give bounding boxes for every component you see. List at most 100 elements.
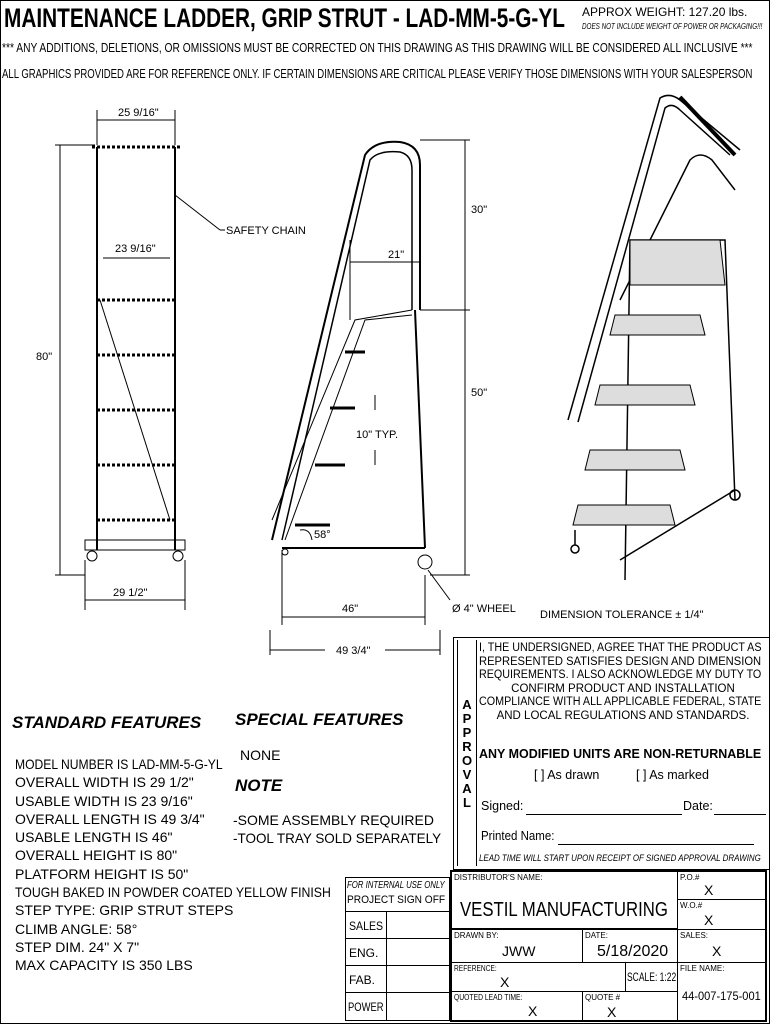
drawn-by-value: JWW	[502, 943, 536, 959]
signoff-field[interactable]	[386, 912, 387, 938]
signoff-field[interactable]	[386, 939, 387, 965]
statement-line: COMPLIANCE WITH ALL APPLICABLE FEDERAL, …	[479, 696, 762, 708]
date-field[interactable]	[714, 814, 766, 815]
distributor-cell: DISTRIBUTOR'S NAME: VESTIL MANUFACTURING	[451, 871, 678, 929]
feature-item: MAX CAPACITY IS 350 LBS	[15, 957, 193, 974]
date-label: Date:	[683, 799, 713, 813]
printed-name-label: Printed Name:	[481, 829, 555, 843]
feature-item: USABLE LENGTH IS 46"	[15, 829, 173, 846]
po-label: P.O.#	[680, 873, 700, 882]
signoff-field[interactable]	[386, 993, 387, 1020]
quote-label: QUOTE #	[585, 993, 621, 1002]
note-item: -SOME ASSEMBLY REQUIRED	[233, 812, 434, 828]
signoff-row-sales: SALES	[345, 911, 450, 939]
drawn-by-label: DRAWN BY:	[454, 931, 499, 940]
file-name-cell: FILE NAME: 44-007-175-001	[677, 962, 766, 1021]
reference-notice: ALL GRAPHICS PROVIDED ARE FOR REFERENCE …	[2, 66, 753, 81]
feature-item: STEP DIM. 24" X 7"	[15, 938, 140, 955]
signed-label: Signed:	[481, 799, 524, 813]
internal-use-label: FOR INTERNAL USE ONLY	[347, 880, 445, 891]
overall-length-dimension: 49 3/4"	[269, 630, 441, 657]
front-view	[55, 110, 225, 610]
feature-item: OVERALL WIDTH IS 29 1/2"	[15, 774, 194, 791]
statement-line: CONFIRM PRODUCT AND INSTALLATION	[511, 682, 735, 695]
title-block: DISTRIBUTOR'S NAME: VESTIL MANUFACTURING…	[450, 870, 767, 1022]
side-view	[271, 139, 470, 625]
date-label: DATE:	[585, 931, 608, 940]
drawn-by-cell: DRAWN BY:JWW	[451, 929, 583, 963]
sales-value: X	[712, 943, 722, 959]
lead-time-cell: QUOTED LEAD TIME: X	[451, 991, 583, 1021]
lead-time-label: QUOTED LEAD TIME:	[454, 993, 523, 1002]
front-base-width-label: 29 1/2"	[113, 587, 148, 599]
statement-line: REPRESENTED SATISFIES DESIGN AND DIMENSI…	[479, 655, 762, 668]
signoff-label: ENG.	[349, 946, 379, 960]
feature-item: PLATFORM HEIGHT IS 50"	[15, 865, 189, 882]
front-height-label: 80"	[36, 351, 52, 363]
signoff-field[interactable]	[386, 966, 387, 992]
isometric-view	[567, 94, 741, 581]
wo-label: W.O.#	[680, 901, 703, 910]
project-sign-off-label: PROJECT SIGN OFF	[347, 894, 446, 906]
feature-item: USABLE WIDTH IS 23 9/16"	[15, 792, 193, 809]
drawing-title: MAINTENANCE LADDER, GRIP STRUT - LAD-MM-…	[4, 3, 565, 33]
wo-value: X	[704, 912, 714, 928]
note-list: -SOME ASSEMBLY REQUIRED -TOOL TRAY SOLD …	[233, 811, 445, 848]
overall-length-label: 49 3/4"	[336, 645, 371, 657]
safety-chain-label: SAFETY CHAIN	[226, 225, 306, 237]
date-cell: DATE: 5/18/2020	[582, 929, 678, 963]
printed-name-field[interactable]	[558, 844, 754, 845]
front-top-width-label: 25 9/16"	[118, 107, 159, 119]
special-feature-item: NONE	[240, 747, 281, 763]
approval-side-label-cell: APPROVAL	[457, 640, 477, 866]
distributor-label: DISTRIBUTOR'S NAME:	[454, 873, 543, 882]
statement-line: REQUIREMENTS. I ALSO ACKNOWLEDGE MY DUTY…	[479, 669, 762, 681]
quote-cell: QUOTE # X	[582, 991, 678, 1021]
po-cell: P.O.# X	[677, 871, 766, 900]
as-marked-option[interactable]: [ ] As marked	[636, 768, 709, 782]
file-name-label: FILE NAME:	[680, 964, 725, 973]
lead-time-value: X	[528, 1003, 538, 1019]
wheel-label: Ø 4" WHEEL	[452, 603, 516, 615]
as-drawn-option[interactable]: [ ] As drawn	[534, 768, 600, 782]
step-spacing-label: 10" TYP.	[356, 429, 398, 441]
signoff-label: FAB.	[349, 973, 376, 987]
approval-box: APPROVAL I, THE UNDERSIGNED, AGREE THAT …	[453, 637, 770, 870]
non-returnable-warning: ANY MODIFIED UNITS ARE NON-RETURNABLE	[479, 746, 762, 761]
file-name-value: 44-007-175-001	[682, 989, 761, 1003]
signature-field[interactable]	[526, 814, 682, 815]
date-value: 5/18/2020	[597, 943, 669, 960]
approx-weight: APPROX WEIGHT: 127.20 lbs.	[582, 5, 748, 19]
signoff-label: POWER	[348, 1000, 384, 1014]
reference-value: X	[500, 974, 510, 990]
scale-value: SCALE: 1:22	[627, 970, 677, 984]
scale-cell: SCALE: 1:22	[625, 962, 678, 992]
statement-line: AND LOCAL REGULATIONS AND STANDARDS.	[496, 709, 750, 722]
reference-cell: REFERENCE:X	[451, 962, 626, 992]
signoff-label: SALES	[349, 919, 384, 933]
feature-item: TOUGH BAKED IN POWDER COATED YELLOW FINI…	[15, 884, 331, 901]
special-features-heading: SPECIAL FEATURES	[235, 710, 404, 729]
quote-value: X	[607, 1004, 617, 1020]
distributor-name: VESTIL MANUFACTURING	[460, 899, 668, 921]
side-base-label: 46"	[342, 603, 358, 615]
side-platform-height-label: 50"	[471, 387, 487, 399]
inclusive-notice: *** ANY ADDITIONS, DELETIONS, OR OMISSIO…	[2, 40, 753, 55]
feature-item: OVERALL HEIGHT IS 80"	[15, 847, 178, 864]
front-inner-width-label: 23 9/16"	[115, 243, 156, 255]
signoff-row-eng: ENG.	[345, 938, 450, 966]
side-top-label: 30"	[471, 204, 487, 216]
reference-label: REFERENCE:	[454, 964, 497, 973]
statement-line: I, THE UNDERSIGNED, AGREE THAT THE PRODU…	[479, 642, 762, 654]
internal-signoff-box: FOR INTERNAL USE ONLY PROJECT SIGN OFF S…	[345, 877, 450, 1021]
feature-item: STEP TYPE: GRIP STRUT STEPS	[15, 902, 234, 919]
lead-time-note: LEAD TIME WILL START UPON RECEIPT OF SIG…	[479, 853, 761, 864]
side-platform-depth-label: 21"	[388, 249, 404, 261]
note-item: -TOOL TRAY SOLD SEPARATELY	[233, 830, 442, 847]
feature-item: OVERALL LENGTH IS 49 3/4"	[15, 810, 205, 827]
po-value: X	[704, 882, 714, 898]
ladder-drawings: 25 9/16" 23 9/16" 80" 29 1/2" SAFETY CHA…	[36, 94, 741, 625]
feature-item: MODEL NUMBER IS LAD-MM-5-G-YL	[15, 756, 223, 772]
weight-note: DOES NOT INCLUDE WEIGHT OF POWER OR PACK…	[582, 22, 763, 31]
signoff-row-power: POWER	[345, 992, 450, 1021]
